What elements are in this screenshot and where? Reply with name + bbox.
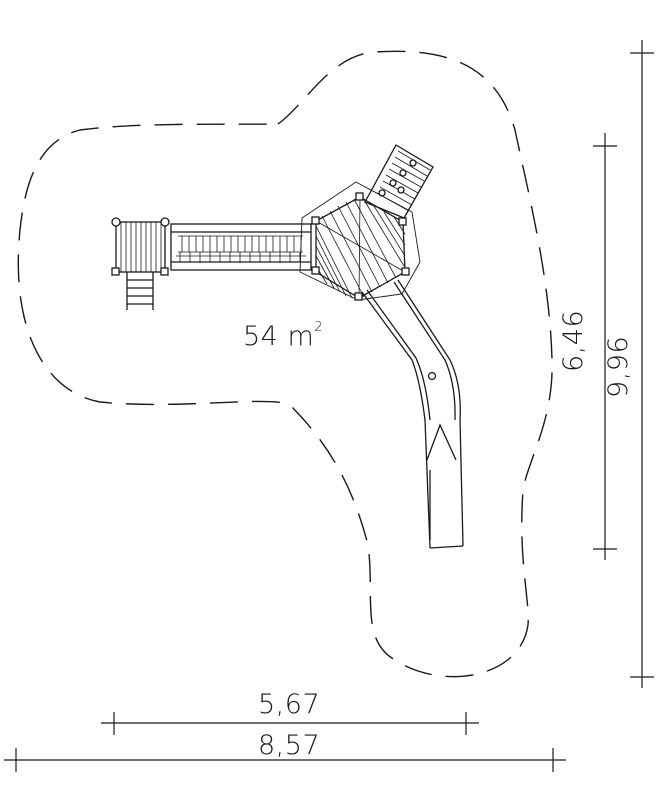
- climbing-ramp: [364, 144, 434, 219]
- inner-height-label: 6,46: [558, 309, 589, 372]
- ladder: [126, 272, 154, 310]
- inner-width-label: 5,67: [258, 689, 321, 720]
- dimension-lines: [4, 40, 654, 772]
- hex-tower: [299, 181, 421, 301]
- outer-height-label: 9,96: [603, 335, 634, 398]
- left-platform: [111, 217, 170, 276]
- outer-width-label: 8,57: [258, 730, 321, 761]
- area-label: 54 m2: [243, 320, 324, 352]
- slide: [361, 279, 464, 549]
- bridge: [170, 223, 312, 271]
- safety-zone-outline: [17, 50, 553, 678]
- area-unit-superscript: 2: [314, 320, 324, 335]
